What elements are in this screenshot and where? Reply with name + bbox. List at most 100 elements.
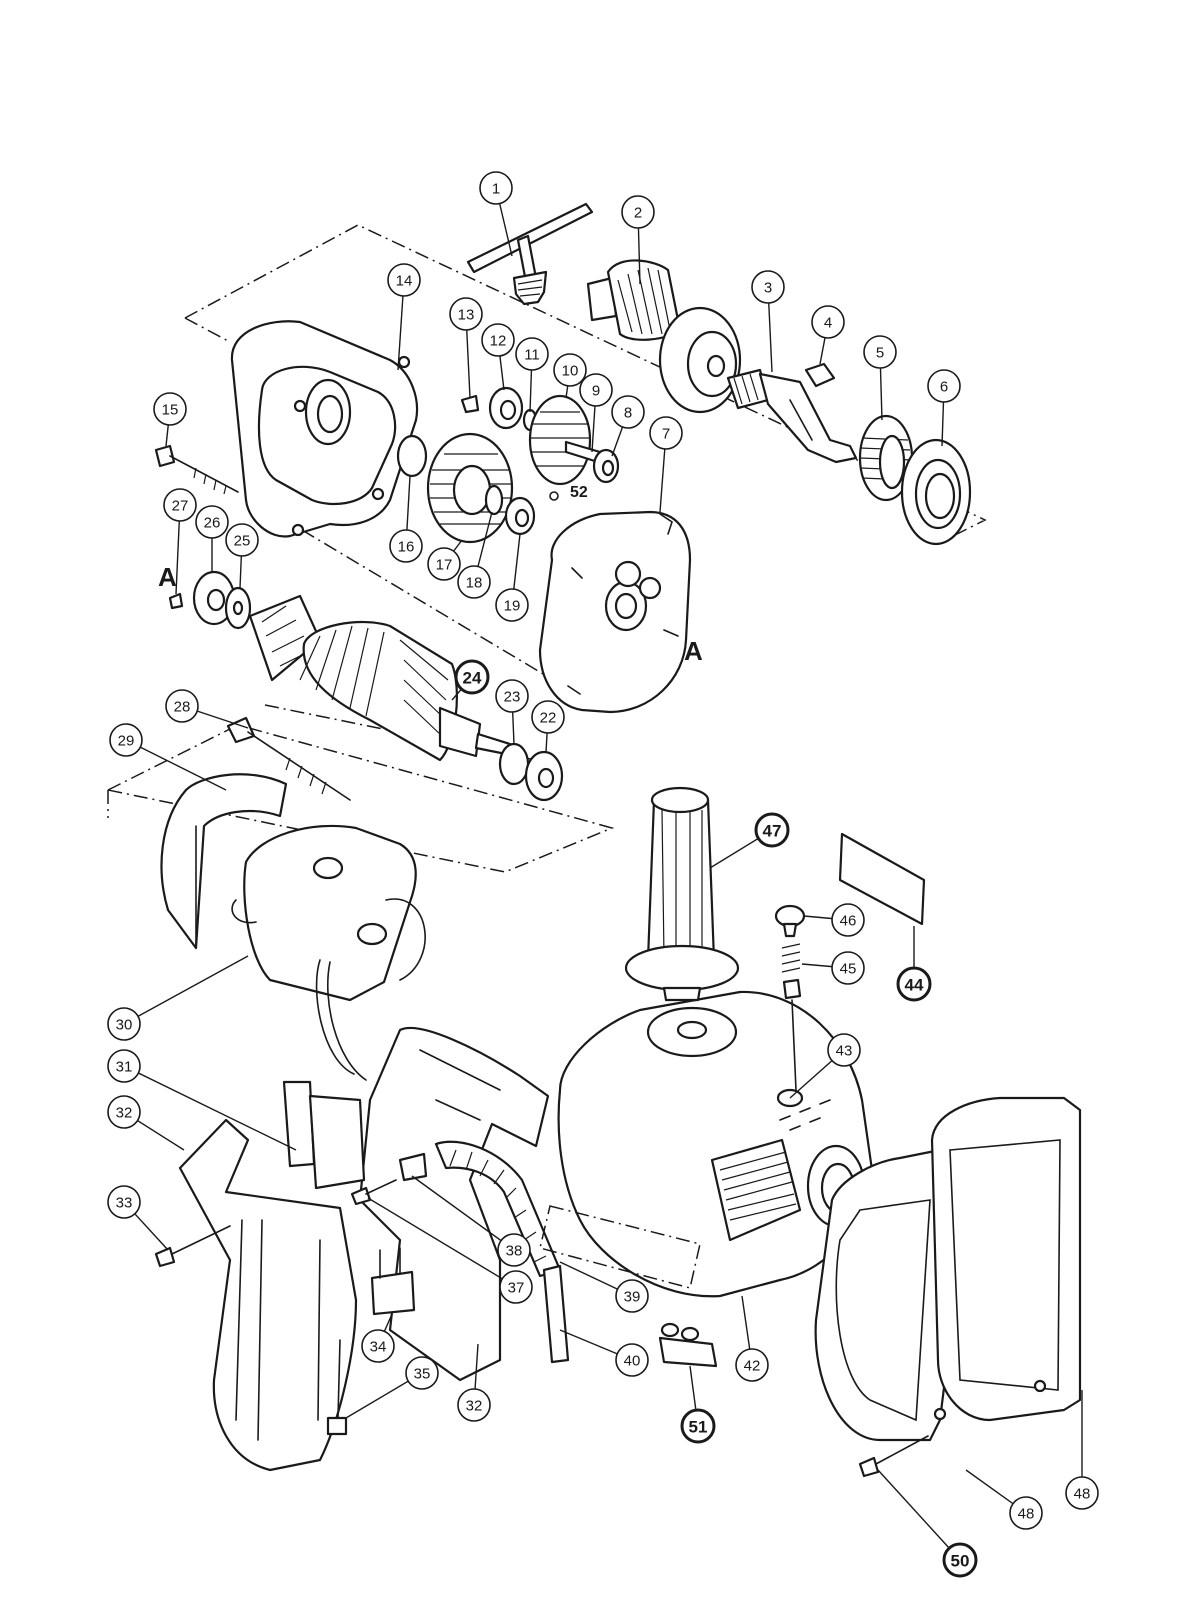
callout-number-17: 17 <box>436 557 453 574</box>
leader-line-29 <box>125 739 227 791</box>
callout-44: 44 <box>896 966 932 1002</box>
callout-number-45: 45 <box>840 961 857 978</box>
callout-13: 13 <box>449 297 483 331</box>
callout-number-27: 27 <box>172 498 189 515</box>
callout-number-6: 6 <box>940 379 948 396</box>
callout-number-1: 1 <box>492 181 500 198</box>
callout-number-48b: 48 <box>1018 1506 1035 1523</box>
callout-50: 50 <box>942 1542 978 1578</box>
callout-circle-1 <box>479 171 513 205</box>
callout-circle-37 <box>499 1270 533 1304</box>
callout-12: 12 <box>481 323 515 357</box>
callout-24: 24 <box>454 659 490 695</box>
callout-6: 6 <box>927 369 961 403</box>
callout-circle-33 <box>107 1185 141 1219</box>
callout-circle-18 <box>457 565 491 599</box>
callout-circle-17 <box>427 547 461 581</box>
callout-number-48a: 48 <box>1074 1486 1091 1503</box>
spindle <box>726 368 858 464</box>
callout-number-38: 38 <box>506 1243 523 1260</box>
terminal-block <box>658 1322 718 1368</box>
callout-17: 17 <box>427 547 461 581</box>
callout-circle-7 <box>649 416 683 450</box>
callout-35: 35 <box>405 1356 439 1390</box>
callout-number-8: 8 <box>624 405 632 422</box>
drill-chuck <box>586 259 742 414</box>
callout-number-7: 7 <box>662 426 670 443</box>
callout-14: 14 <box>387 263 421 297</box>
callout-circle-9 <box>579 373 613 407</box>
callout-42: 42 <box>735 1348 769 1382</box>
motor-housing <box>557 990 874 1298</box>
gear-housing <box>230 320 418 538</box>
callout-number-12: 12 <box>490 333 507 350</box>
callout-48b: 48 <box>1009 1496 1043 1530</box>
section-marker-a-left: A <box>158 562 177 592</box>
callout-number-40: 40 <box>624 1353 641 1370</box>
callout-30: 30 <box>107 1007 141 1041</box>
callout-number-47: 47 <box>763 822 782 841</box>
callout-number-15: 15 <box>162 402 179 419</box>
callout-number-18: 18 <box>466 575 483 592</box>
tapping-screw-50 <box>858 1435 929 1478</box>
callout-32b: 32 <box>457 1388 491 1422</box>
callout-number-44: 44 <box>905 976 924 995</box>
callout-11: 11 <box>515 337 549 371</box>
callout-4: 4 <box>811 305 845 339</box>
callout-29: 29 <box>109 723 143 757</box>
callout-circle-48a <box>1065 1476 1099 1510</box>
callout-circle-47 <box>754 812 790 848</box>
callout-circle-27 <box>163 488 197 522</box>
callout-number-34: 34 <box>370 1339 387 1356</box>
callout-39: 39 <box>615 1279 649 1313</box>
callout-33: 33 <box>107 1185 141 1219</box>
name-plate <box>838 832 926 926</box>
callout-5: 5 <box>863 335 897 369</box>
callout-number-25: 25 <box>234 533 251 550</box>
carbon-brush <box>781 943 802 1091</box>
section-markers: A A 52 <box>158 484 703 666</box>
callout-7: 7 <box>649 416 683 450</box>
callouts: 1234567891011121314151617181922232425262… <box>107 171 1099 1578</box>
callout-8: 8 <box>611 395 645 429</box>
callout-10: 10 <box>553 353 587 387</box>
callout-circle-3 <box>751 270 785 304</box>
callout-1: 1 <box>479 171 513 205</box>
callout-circle-45 <box>831 951 865 985</box>
woodruff-key <box>804 362 836 388</box>
callout-circle-14 <box>387 263 421 297</box>
callout-number-51: 51 <box>689 1418 708 1437</box>
callout-number-30: 30 <box>116 1017 133 1034</box>
callout-circle-39 <box>615 1279 649 1313</box>
callout-38: 38 <box>497 1233 531 1267</box>
leader-line-37 <box>367 1197 517 1288</box>
leader-line-50 <box>877 1469 961 1561</box>
callout-number-13: 13 <box>458 307 475 324</box>
callout-circle-40 <box>615 1343 649 1377</box>
callout-43: 43 <box>827 1033 861 1067</box>
callout-22: 22 <box>531 700 565 734</box>
callout-15: 15 <box>153 392 187 426</box>
callout-number-9: 9 <box>592 383 600 400</box>
callout-circle-38 <box>497 1233 531 1267</box>
callout-number-4: 4 <box>824 315 832 332</box>
callout-circle-30 <box>107 1007 141 1041</box>
callout-circle-29 <box>109 723 143 757</box>
callout-circle-25 <box>225 523 259 557</box>
callout-circle-5 <box>863 335 897 369</box>
field <box>231 824 426 1081</box>
callout-circle-31 <box>107 1049 141 1083</box>
switch <box>282 1080 366 1190</box>
callout-31: 31 <box>107 1049 141 1083</box>
armature <box>168 570 564 802</box>
callout-circle-50 <box>942 1542 978 1578</box>
callout-number-11: 11 <box>524 347 540 364</box>
callout-number-2: 2 <box>634 205 642 222</box>
callout-number-33: 33 <box>116 1195 133 1212</box>
part-label-52: 52 <box>570 484 588 501</box>
callout-9: 9 <box>579 373 613 407</box>
callout-number-46: 46 <box>840 913 857 930</box>
baffle-plate <box>160 773 288 950</box>
callout-number-39: 39 <box>624 1289 641 1306</box>
callout-circle-26 <box>195 505 229 539</box>
